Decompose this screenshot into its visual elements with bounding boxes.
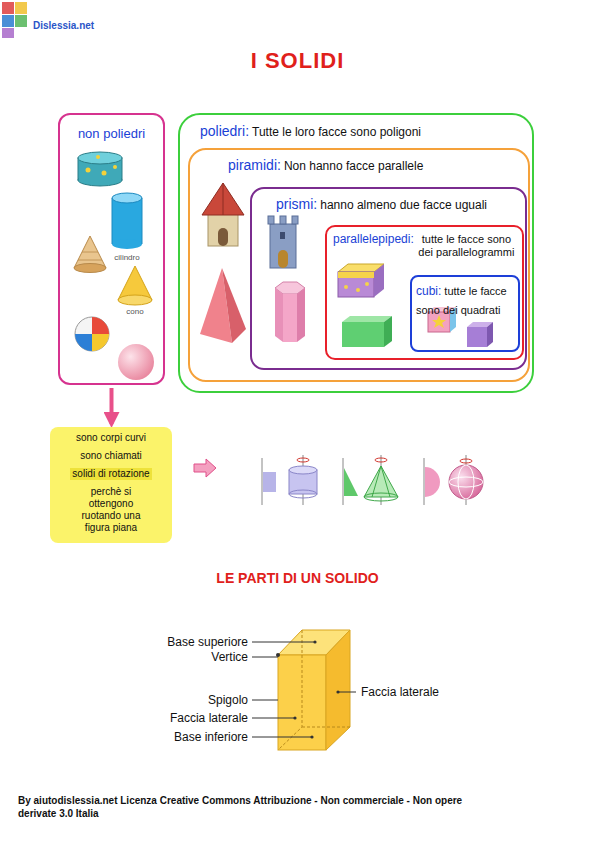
leader-lines <box>252 642 356 737</box>
hex-prism <box>275 282 305 342</box>
rotation-cylinder <box>262 455 317 505</box>
castle-tower <box>268 216 298 268</box>
node-text: prismi:hanno almeno due facce uguali <box>252 189 525 213</box>
part-label: Base inferiore <box>174 730 248 745</box>
node-heading: piramidi: <box>228 157 281 173</box>
node-heading: parallelepipedi: <box>333 232 414 246</box>
green-box <box>342 316 392 347</box>
node-body: tutte le facce sono dei parallelogrammi <box>417 232 516 259</box>
wafer-cone <box>74 236 106 273</box>
cylinder <box>112 193 142 249</box>
category-box: poliedri:Tutte le loro facce sono poligo… <box>178 113 534 393</box>
pink-arrow <box>194 459 216 477</box>
part-label: Spigolo <box>208 693 248 708</box>
category-box: cubi:tutte le facce sono dei quadrati <box>410 275 520 352</box>
category-box: parallelepipedi:tutte le facce sono dei … <box>325 225 524 360</box>
hat-box <box>78 152 122 186</box>
rotation-sphere <box>424 455 483 505</box>
beach-ball <box>75 317 109 351</box>
purple-cube <box>467 322 493 347</box>
page-title: I SOLIDI <box>0 48 595 74</box>
part-label: cilindro <box>102 253 152 263</box>
node-text: non poliedri <box>60 115 163 150</box>
category-box: non poliedri <box>58 113 165 385</box>
node-body: sono chiamati <box>58 450 164 462</box>
node-text: parallelepipedi:tutte le facce sono dei … <box>327 227 522 259</box>
node-body: perchè si ottengono ruotando una figura … <box>71 486 151 534</box>
rotation-cone <box>343 455 398 505</box>
pink-pyramid <box>200 268 246 343</box>
node-text: sono corpi curvi sono chiamati solidi di r… <box>50 427 172 539</box>
node-heading: sono corpi curvi <box>58 432 164 444</box>
flow-arrow <box>110 388 114 424</box>
category-box: prismi:hanno almeno due facce uguali para… <box>250 187 527 370</box>
node-heading: poliedri: <box>200 123 249 139</box>
category-box: piramidi:Non hanno facce parallele prismi… <box>188 148 530 382</box>
tower-pyramid <box>202 183 244 246</box>
node-body: Non hanno facce parallele <box>284 159 423 173</box>
node-body: Tutte le loro facce sono poligoni <box>252 125 421 139</box>
license-note: By aiutodislessia.net Licenza Creative C… <box>18 795 488 820</box>
highlight-row: solidi di rotazione <box>58 462 164 486</box>
node-text: poliedri:Tutte le loro facce sono poligo… <box>180 115 532 140</box>
part-label: Faccia laterale <box>170 711 248 726</box>
part-label: Vertice <box>211 650 248 665</box>
logo-blocks <box>2 2 27 38</box>
node-text: piramidi:Non hanno facce parallele <box>190 150 528 174</box>
prism-parts <box>276 630 350 750</box>
node-heading: prismi: <box>276 196 317 212</box>
node-heading: non poliedri <box>78 126 145 141</box>
node-text: cubi:tutte le facce sono dei quadrati <box>412 277 518 318</box>
node-body: solidi di rotazione <box>70 468 151 480</box>
part-label: Base superiore <box>167 635 248 650</box>
gift-box <box>338 264 384 297</box>
logo-text: Dislessia.net <box>33 20 94 33</box>
part-label: Faccia laterale <box>361 685 439 700</box>
sphere <box>118 344 154 380</box>
note-box: sono corpi curvi sono chiamati solidi di r… <box>50 427 172 543</box>
cone <box>118 266 152 305</box>
node-body: hanno almeno due facce uguali <box>320 198 487 212</box>
section-title: LE PARTI DI UN SOLIDO <box>0 570 595 588</box>
node-heading: cubi: <box>416 284 441 298</box>
part-label: cono <box>115 307 155 317</box>
